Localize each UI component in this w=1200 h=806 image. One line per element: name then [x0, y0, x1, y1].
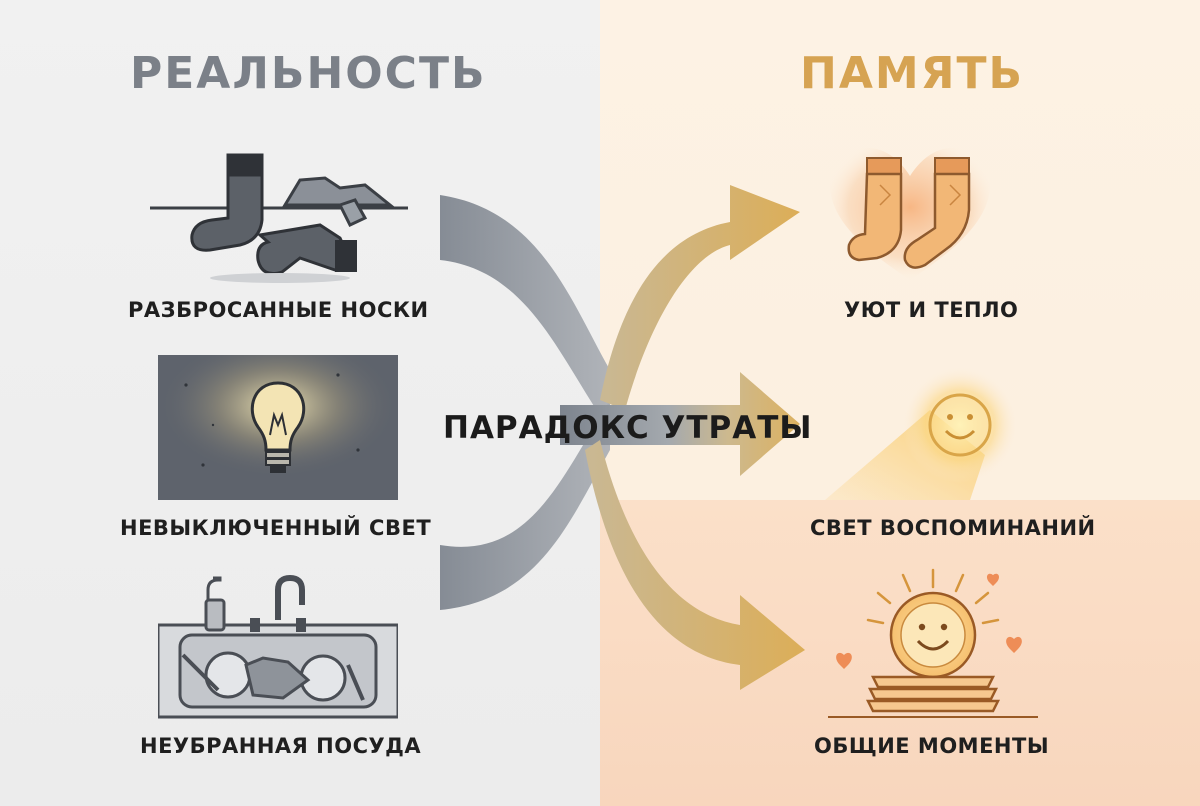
incoming-band-bottom	[440, 400, 610, 610]
arrow-to-light	[560, 372, 800, 476]
incoming-band-top	[440, 195, 610, 430]
arrow-to-warmth	[600, 185, 800, 410]
arrow-to-moments	[585, 440, 805, 690]
reality-label-dishes: НЕУБРАННАЯ ПОСУДА	[140, 734, 422, 758]
reality-heading: РЕАЛЬНОСТЬ	[130, 48, 487, 99]
center-title: ПАРАДОКС УТРАТЫ	[443, 410, 813, 446]
memory-label-warmth: УЮТ И ТЕПЛО	[844, 298, 1019, 322]
memory-label-light: СВЕТ ВОСПОМИНАНИЙ	[810, 516, 1096, 540]
memory-label-moments: ОБЩИЕ МОМЕНТЫ	[814, 734, 1050, 758]
lightbulb-icon	[158, 355, 398, 500]
warm-socks-heart-icon	[830, 147, 990, 280]
memory-heading: ПАМЯТЬ	[800, 48, 1025, 99]
smiling-light-icon	[825, 367, 1018, 500]
reality-label-socks: РАЗБРОСАННЫЕ НОСКИ	[128, 298, 429, 322]
sink-dishes-icon	[158, 574, 398, 719]
smiling-plates-icon	[828, 568, 1038, 718]
socks-icon	[150, 153, 408, 283]
reality-label-light: НЕВЫКЛЮЧЕННЫЙ СВЕТ	[120, 516, 432, 540]
